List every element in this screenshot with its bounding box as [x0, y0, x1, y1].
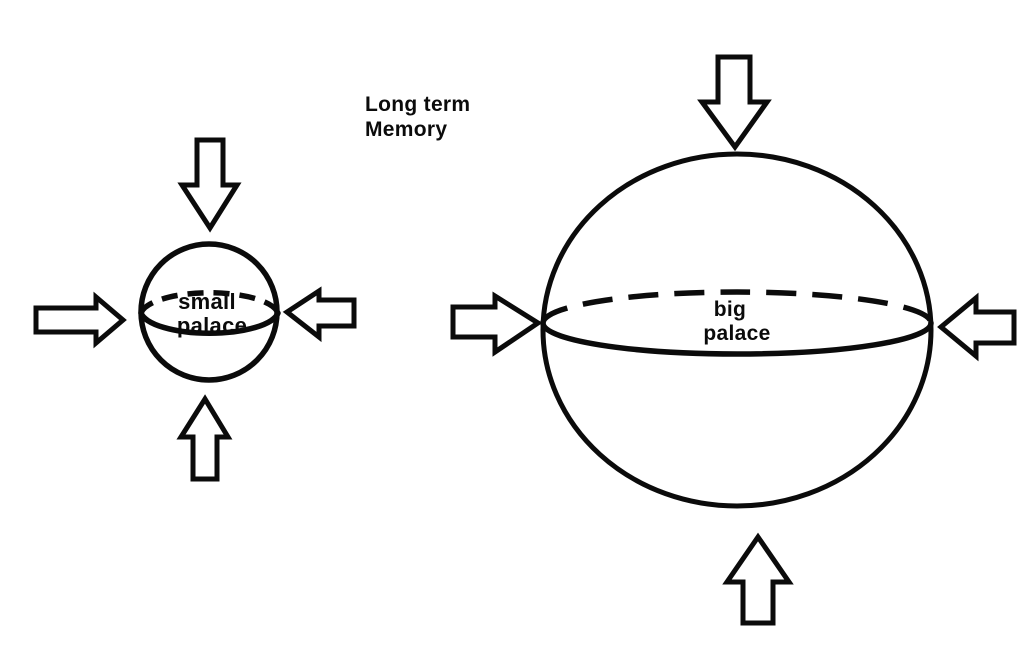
- small-sphere-left-arrow-icon: [33, 291, 127, 349]
- small-sphere-label-line-1: small: [178, 289, 236, 314]
- big-sphere-top-arrow-icon: [697, 54, 772, 152]
- small-palace-sphere: small palace: [138, 241, 281, 383]
- big-sphere-outline: [540, 151, 934, 509]
- title-line-1: Long term: [365, 93, 470, 116]
- title-line-2: Memory: [365, 118, 447, 141]
- small-sphere-top-arrow-icon: [177, 137, 242, 233]
- small-sphere-equator-solid: [138, 310, 281, 336]
- small-sphere-equator-dashed: [138, 290, 281, 315]
- big-sphere-label-line-1: big: [714, 298, 746, 321]
- small-sphere-bottom-arrow-icon: [176, 394, 233, 482]
- small-sphere-label-line-2: palace: [177, 313, 247, 338]
- big-sphere-right-arrow-icon: [937, 292, 1017, 362]
- big-sphere-equator-dashed: [540, 289, 934, 324]
- big-sphere-label-line-2: palace: [703, 322, 770, 345]
- big-sphere-bottom-arrow-icon: [722, 532, 794, 626]
- diagram-title: Long term Memory: [365, 93, 470, 141]
- small-sphere-right-arrow-icon: [282, 286, 357, 343]
- big-sphere-equator-solid: [540, 320, 934, 357]
- big-palace-sphere: big palace: [540, 151, 934, 509]
- big-sphere-left-arrow-icon: [450, 291, 543, 357]
